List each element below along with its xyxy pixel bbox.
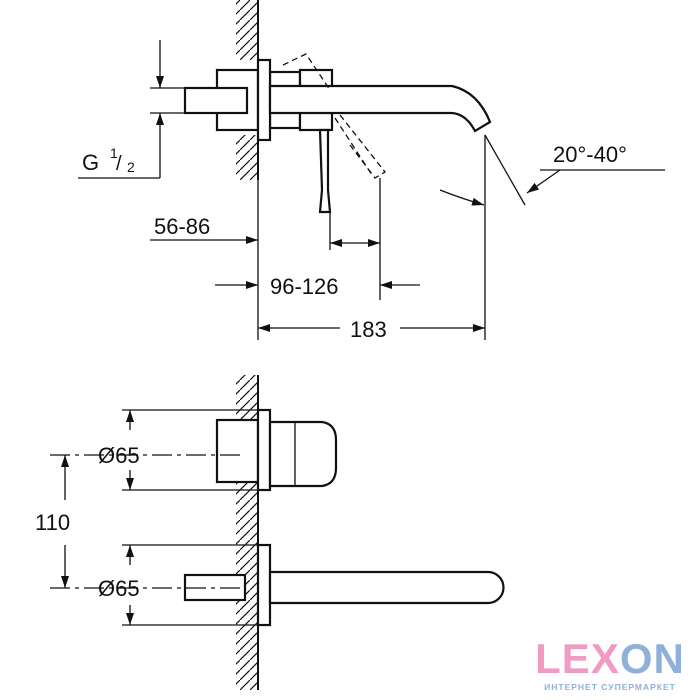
angle-line [484, 134, 526, 206]
logo-wordmark: LEXON [535, 635, 685, 682]
front-view: Ø65 Ø65 110 [35, 375, 505, 690]
lever-alt-position [282, 53, 386, 179]
lever [318, 128, 332, 214]
dim-183: 183 [350, 317, 387, 342]
thread-slash: / [116, 153, 122, 175]
thread-label: G [82, 150, 99, 175]
dim-110: 110 [35, 510, 70, 535]
side-view: G 1 / 2 56-86 96-126 183 20°-40° [78, 0, 665, 342]
dim-angle: 20°-40° [553, 142, 627, 167]
wall-hatch [236, 135, 257, 180]
dim-diameter-top: Ø65 [98, 443, 140, 468]
dim-96-126: 96-126 [270, 274, 339, 299]
dim-line [526, 169, 561, 194]
wall-hatch [236, 0, 257, 60]
rosette [256, 58, 272, 142]
dim-56-86: 56-86 [154, 214, 210, 239]
logo-subtitle: ИНТЕРНЕТ СУПЕРМАРКЕТ [544, 682, 676, 692]
spout-front [268, 570, 505, 605]
lexon-logo: LEXON ИНТЕРНЕТ СУПЕРМАРКЕТ [535, 635, 685, 693]
thread-numerator: 1 [110, 145, 118, 161]
connector-pipe [183, 86, 249, 115]
rosette-bottom [256, 543, 272, 627]
angle-arc [439, 189, 485, 206]
handle [268, 420, 338, 488]
mixer-body [215, 418, 260, 484]
dim-diameter-bottom: Ø65 [98, 576, 140, 601]
thread-denominator: 2 [127, 159, 135, 175]
spout [268, 84, 492, 133]
rosette-top [256, 408, 272, 492]
